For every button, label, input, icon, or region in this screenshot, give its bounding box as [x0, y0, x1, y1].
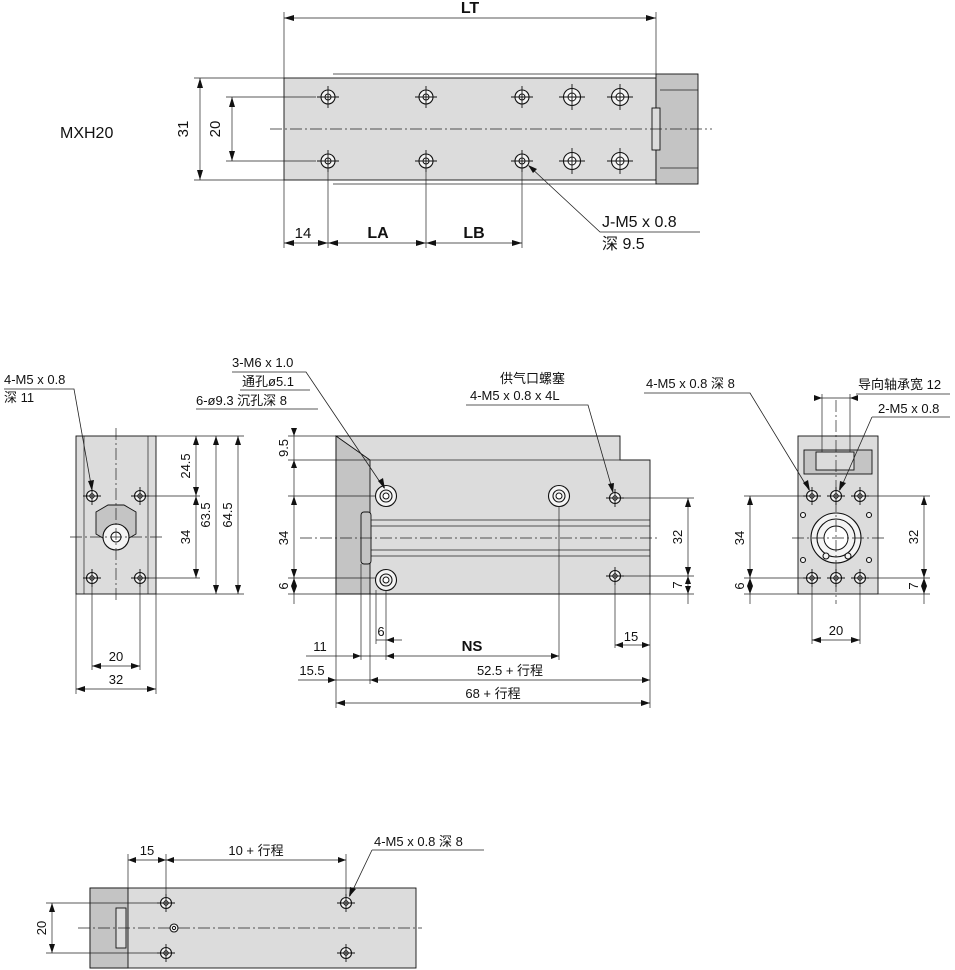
dim-14: 14 — [295, 225, 312, 242]
side-dim-11: 11 — [313, 639, 327, 654]
left-depth-callout: 深 11 — [4, 390, 34, 405]
left-dim-64-5: 64.5 — [220, 502, 235, 527]
left-dim-32: 32 — [109, 672, 123, 687]
side-dim-ns: NS — [462, 638, 483, 655]
bottom-dim-15: 15 — [140, 843, 154, 858]
side-port-thread: 4-M5 x 0.8 x 4L — [470, 388, 560, 403]
side-dim-68: 68 + 行程 — [465, 686, 520, 701]
right-dim-6: 6 — [732, 582, 747, 589]
side-dim-9-5: 9.5 — [276, 439, 291, 457]
left-dim-63-5: 63.5 — [198, 502, 213, 527]
model-label: MXH20 — [60, 125, 113, 142]
left-dim-34: 34 — [178, 530, 193, 544]
side-dim-6b: 6 — [377, 624, 384, 639]
side-dim-34: 34 — [276, 531, 291, 545]
dim-lb: LB — [463, 225, 484, 242]
side-callout-m6: 3-M6 x 1.0 — [232, 355, 293, 370]
left-dim-24-5: 24.5 — [178, 453, 193, 478]
right-dim-32: 32 — [906, 530, 921, 544]
left-dim-20: 20 — [109, 649, 123, 664]
side-callout-counterbore: 6-ø9.3 沉孔深 8 — [196, 393, 287, 408]
right-dim-20: 20 — [829, 623, 843, 638]
dim-lt: LT — [461, 0, 480, 17]
bottom-dim-20: 20 — [34, 921, 49, 935]
top-depth-callout: 深 9.5 — [602, 235, 645, 253]
side-dim-15: 15 — [624, 629, 638, 644]
side-callout-through: 通孔ø5.1 — [242, 374, 294, 389]
right-thread2-callout: 2-M5 x 0.8 — [878, 401, 939, 416]
bottom-view: 15 10 + 行程 4-M5 x 0.8 深 8 20 — [34, 834, 484, 969]
dim-31: 31 — [175, 121, 192, 138]
bottom-dim-stroke: 10 + 行程 — [228, 843, 283, 858]
side-dim-7: 7 — [670, 581, 685, 588]
left-end-view: 4-M5 x 0.8 深 11 24.5 34 63.5 64.5 20 — [4, 372, 244, 694]
side-dim-32: 32 — [670, 530, 685, 544]
dim-20: 20 — [207, 121, 224, 138]
side-dim-52-5: 52.5 + 行程 — [477, 663, 543, 678]
dim-la: LA — [367, 225, 389, 242]
side-port-label: 供气口螺塞 — [500, 371, 565, 386]
bottom-thread-callout: 4-M5 x 0.8 深 8 — [374, 834, 463, 849]
right-bearing-callout: 导向轴承宽 12 — [858, 377, 941, 392]
right-dim-7: 7 — [906, 582, 921, 589]
top-thread-callout: J-M5 x 0.8 — [602, 214, 677, 231]
side-dim-6: 6 — [276, 582, 291, 589]
side-view: 3-M6 x 1.0 通孔ø5.1 6-ø9.3 沉孔深 8 供气口螺塞 4-M… — [196, 355, 694, 708]
side-dim-15-5: 15.5 — [299, 663, 324, 678]
right-end-view: 4-M5 x 0.8 深 8 导向轴承宽 12 2-M5 x 0.8 34 6 … — [644, 376, 950, 644]
right-dim-34: 34 — [732, 531, 747, 545]
top-view: MXH20 LT 31 — [60, 0, 712, 253]
right-thread-callout: 4-M5 x 0.8 深 8 — [646, 376, 735, 391]
left-thread-callout: 4-M5 x 0.8 — [4, 372, 65, 387]
